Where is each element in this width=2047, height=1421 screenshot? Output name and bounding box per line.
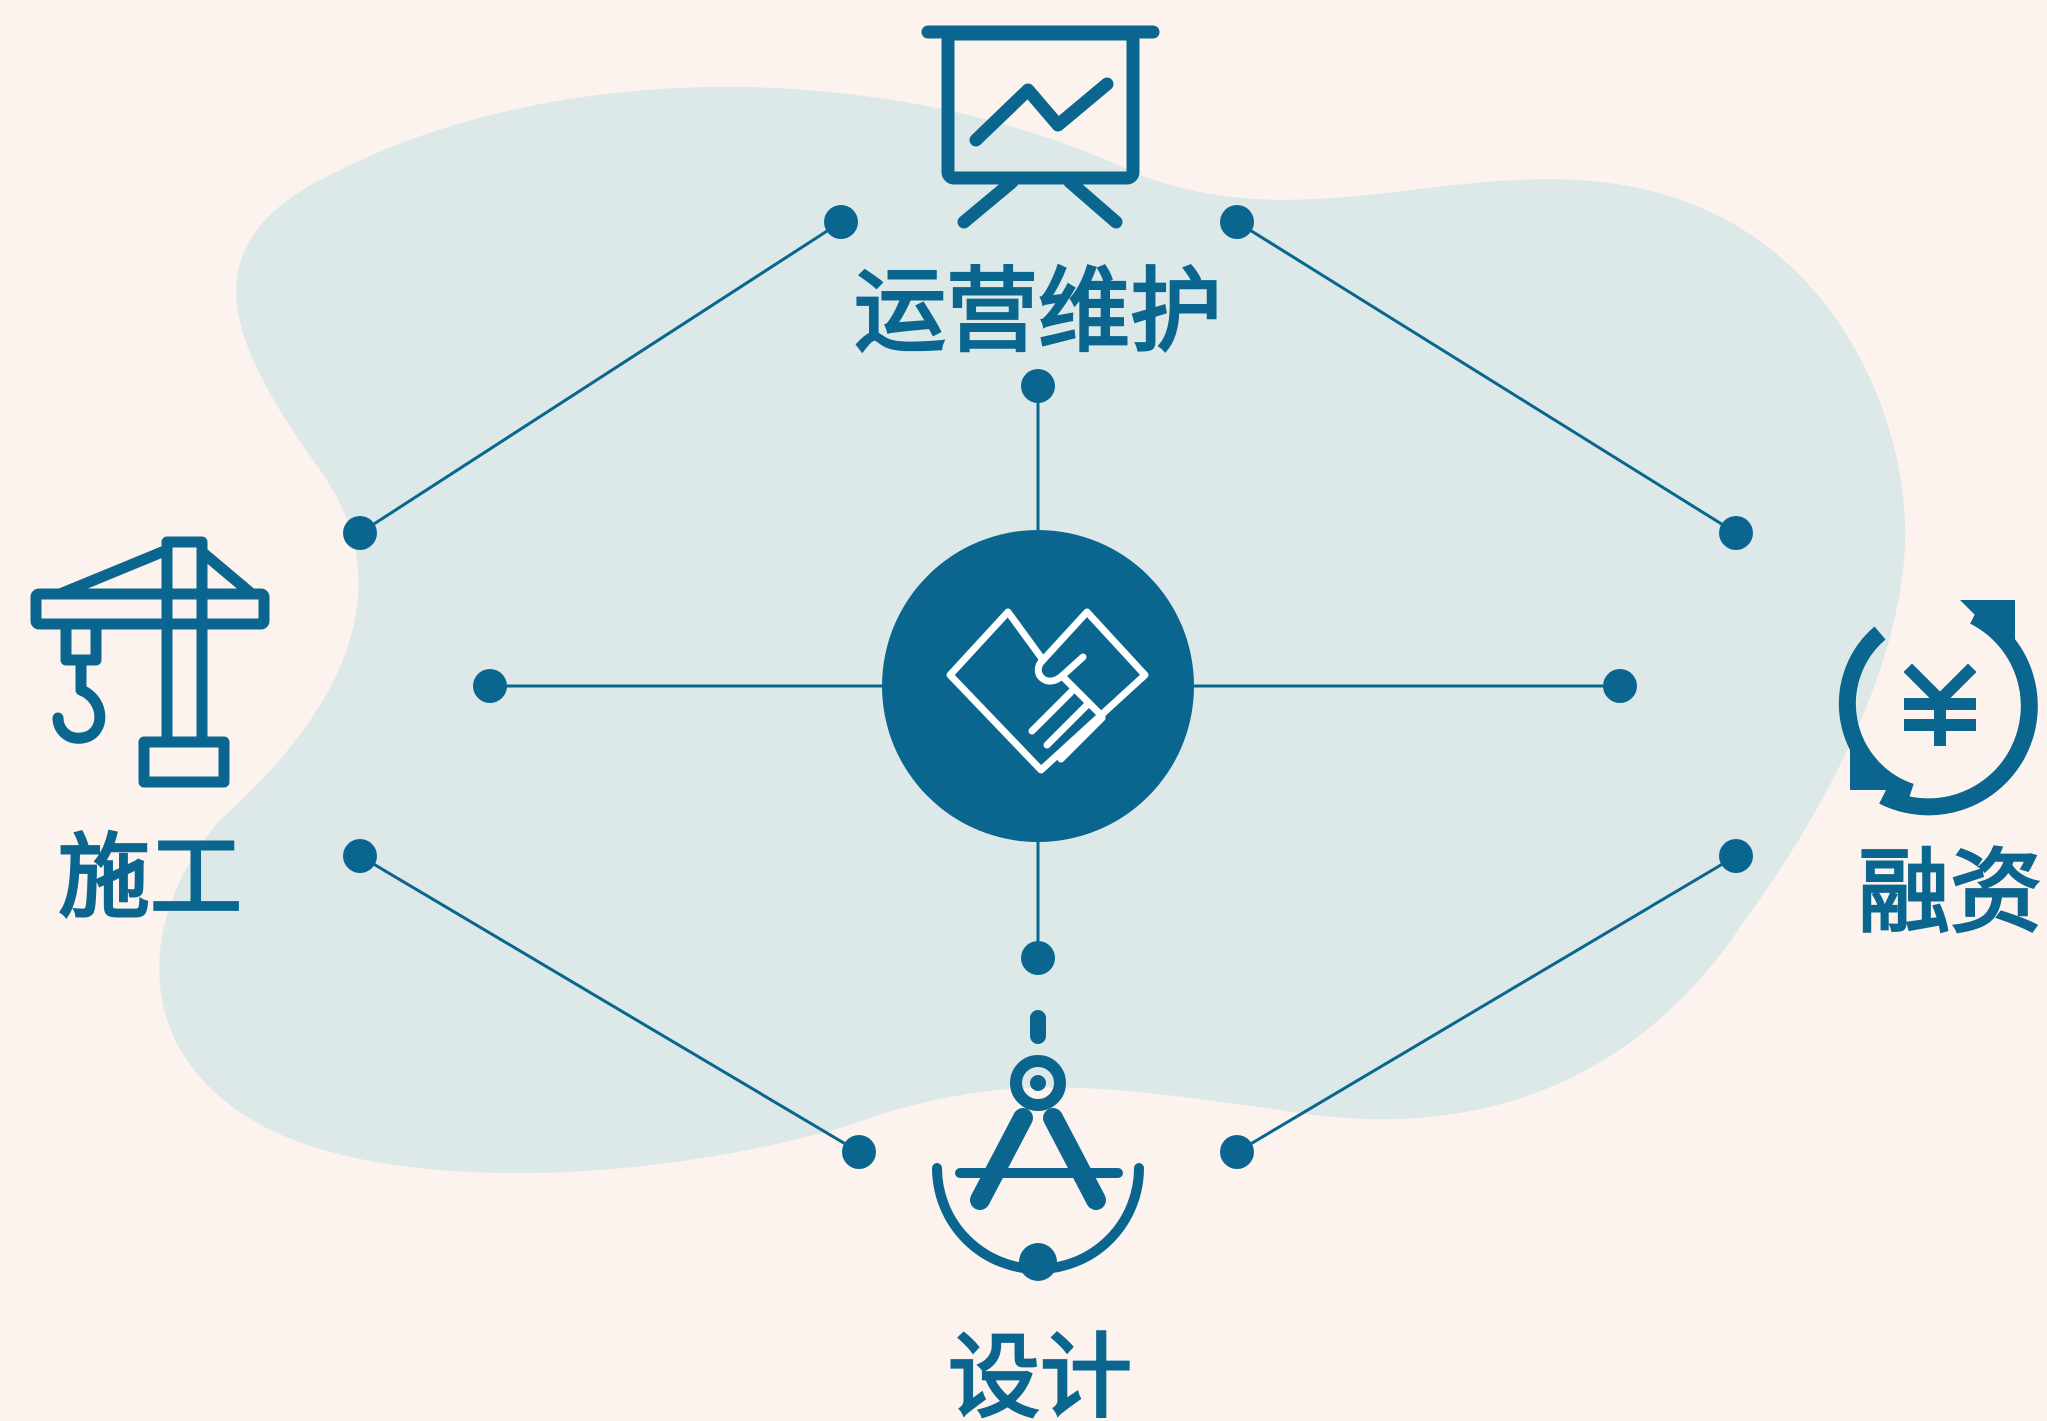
center-hub <box>882 530 1194 842</box>
connector-bottom-right <box>1236 854 1737 1154</box>
connector-dot <box>1021 941 1055 975</box>
presentation-chart-icon <box>921 25 1160 229</box>
connector-dot <box>473 669 507 703</box>
node-label-construction: 施工 <box>57 824 243 931</box>
handshake-heart-icon <box>946 608 1149 774</box>
connector-top-right <box>1236 220 1737 535</box>
connector-top-left <box>359 220 842 535</box>
hub-circle <box>882 530 1194 842</box>
connector-dot <box>1220 1135 1254 1169</box>
connector-bottom-left <box>359 854 860 1154</box>
connector-dot <box>1220 205 1254 239</box>
tower-crane-icon <box>30 536 270 788</box>
connector-dot <box>1719 839 1753 873</box>
connector-dot <box>343 839 377 873</box>
connector-dots <box>343 205 1753 1169</box>
connector-lines <box>359 220 1737 1154</box>
node-label-operation-maintenance: 运营维护 <box>853 258 1223 365</box>
node-label-financing: 融资 <box>1857 839 2043 946</box>
connector-dot <box>343 516 377 550</box>
connector-dot <box>1603 669 1637 703</box>
connector-dot <box>824 205 858 239</box>
connector-dot <box>1719 516 1753 550</box>
node-label-design: 设计 <box>947 1324 1133 1421</box>
connector-dot <box>1021 369 1055 403</box>
drafting-compass-icon <box>932 1010 1144 1281</box>
yuan-cycle-icon <box>1838 600 2038 816</box>
connector-dot <box>842 1135 876 1169</box>
